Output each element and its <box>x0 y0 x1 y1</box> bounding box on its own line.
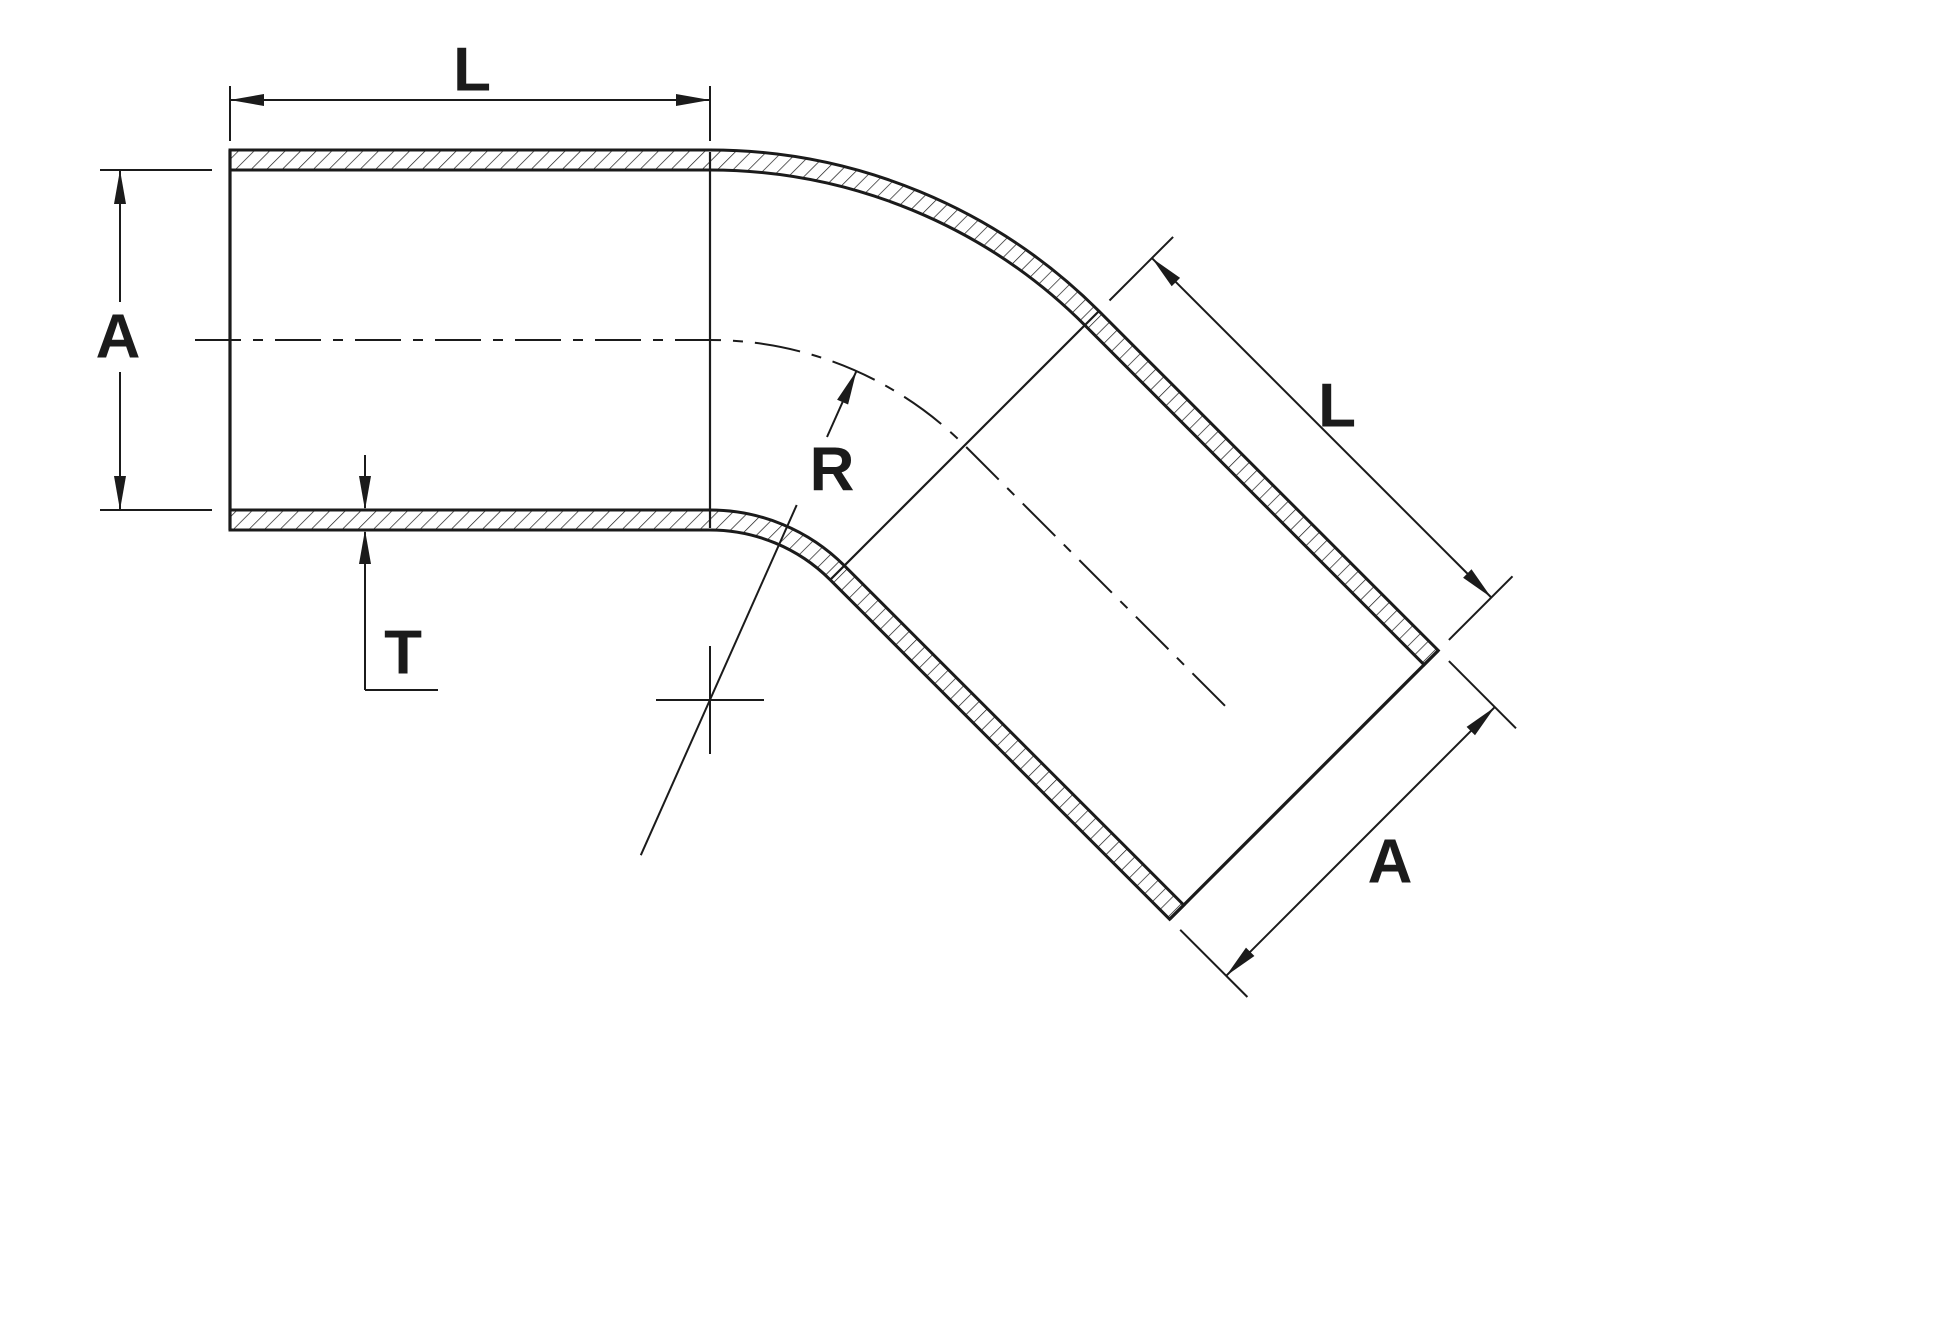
dim-label-leg1-length: L <box>453 36 491 105</box>
arrowhead-upper <box>1466 707 1495 736</box>
dimension-leg1-length: L <box>229 36 711 141</box>
bend-end-tangent-line <box>829 310 1100 581</box>
arrowhead-radius <box>837 371 857 405</box>
arrowhead-up <box>359 530 371 564</box>
dimension-leg1-diameter: A <box>96 169 212 511</box>
dim-label-leg1-diameter: A <box>96 303 141 372</box>
dim-label-leg2-length: L <box>1318 372 1356 441</box>
arrowhead-up <box>114 170 126 204</box>
hose-inner-wall <box>228 508 1186 922</box>
arrowhead-upper <box>1151 258 1181 287</box>
hose-body <box>195 148 1441 922</box>
dimension-bend-radius: R <box>639 370 858 856</box>
arrowhead-lower <box>1226 947 1255 976</box>
dimension-leg2-length: L <box>1108 236 1514 641</box>
arrowhead-down <box>114 476 126 510</box>
extension-line <box>1179 929 1249 998</box>
dimension-line <box>1225 706 1496 977</box>
radius-line <box>639 504 798 856</box>
extension-line <box>1448 575 1514 641</box>
dim-label-bend-radius: R <box>810 436 855 505</box>
extension-line <box>1108 236 1174 302</box>
arrowhead-down <box>359 476 371 510</box>
dim-label-leg2-diameter: A <box>1368 828 1413 897</box>
dim-label-wall-thickness: T <box>384 619 422 688</box>
right-end-face <box>1168 649 1440 921</box>
arrowhead-left <box>230 94 264 106</box>
dimension-line <box>1151 257 1493 599</box>
arrowhead-right <box>676 94 710 106</box>
extension-line <box>1448 660 1517 730</box>
arrowhead-lower <box>1463 569 1492 598</box>
dimension-wall-thickness: T <box>359 455 438 691</box>
dimension-leg2-diameter: A <box>1179 660 1517 998</box>
hose-outer-wall <box>228 148 1441 667</box>
centerline <box>195 339 1231 712</box>
